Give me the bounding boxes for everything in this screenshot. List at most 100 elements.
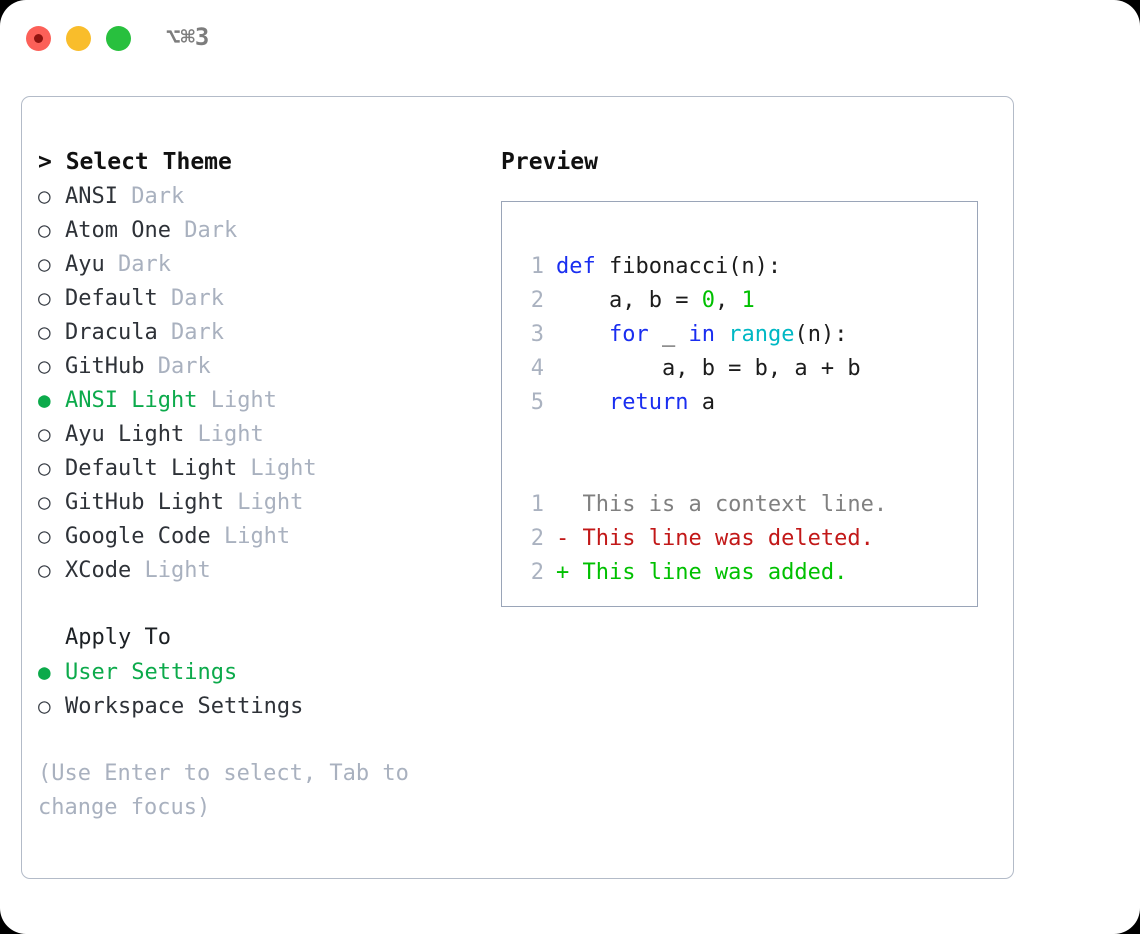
diff-line-number: 1 xyxy=(530,492,544,517)
theme-option-list: ○ANSI Dark○Atom One Dark○Ayu Dark○Defaul… xyxy=(38,179,493,587)
code-token: a xyxy=(688,390,715,415)
theme-option-dracula[interactable]: ○Dracula Dark xyxy=(38,315,493,349)
theme-option-label: Ayu Light xyxy=(65,422,185,447)
code-line-number: 3 xyxy=(530,322,544,347)
close-button[interactable] xyxy=(26,26,51,51)
code-token xyxy=(556,322,609,347)
radio-unselected-icon: ○ xyxy=(38,286,51,310)
code-line-number: 1 xyxy=(530,254,544,279)
radio-unselected-icon: ○ xyxy=(38,354,51,378)
title-bar: ⌥⌘3 xyxy=(0,0,1140,78)
radio-unselected-icon: ○ xyxy=(38,524,51,548)
diff-line-content: - This line was deleted. xyxy=(556,526,874,551)
code-line: 2 a, b = 0, 1 xyxy=(516,284,977,318)
code-token: 0 xyxy=(701,288,715,313)
code-token: range xyxy=(728,322,795,347)
radio-selected-icon: ● xyxy=(38,388,51,412)
radio-unselected-icon: ○ xyxy=(38,694,51,718)
theme-option-label: ANSI xyxy=(65,184,118,209)
code-token: def xyxy=(556,254,609,279)
radio-unselected-icon: ○ xyxy=(38,558,51,582)
theme-option-ayu-light[interactable]: ○ Ayu Light Light xyxy=(38,417,493,451)
theme-option-category: Dark xyxy=(104,252,171,277)
code-line: 5 return a xyxy=(516,386,977,420)
theme-selector-panel: > Select Theme ○ANSI Dark○Atom One Dark○… xyxy=(21,96,1014,879)
theme-option-label: Google Code xyxy=(65,524,211,549)
theme-option-category: Light xyxy=(197,388,277,413)
diff-line-content: + This line was added. xyxy=(556,560,848,585)
apply-to-option-label: Workspace Settings xyxy=(65,694,304,719)
code-blank-line xyxy=(516,454,977,488)
theme-option-category: Light xyxy=(237,456,317,481)
maximize-button[interactable] xyxy=(106,26,131,51)
theme-option-ayu[interactable]: ○ Ayu Dark xyxy=(38,247,493,281)
theme-option-label: GitHub xyxy=(65,354,145,379)
code-line-number: 2 xyxy=(530,288,544,313)
code-line-content: def fibonacci(n): xyxy=(556,250,781,284)
radio-unselected-icon: ○ xyxy=(38,456,51,480)
code-token: in xyxy=(688,322,715,347)
diff-line-ctx: 1 This is a context line. xyxy=(516,488,977,522)
radio-unselected-icon: ○ xyxy=(38,422,51,446)
theme-option-category: Light xyxy=(131,558,211,583)
diff-line-content: This is a context line. xyxy=(556,492,888,517)
theme-option-ansi[interactable]: ○ ANSI Dark xyxy=(38,179,493,213)
code-line-content: for _ in range(n): xyxy=(556,318,847,352)
theme-option-label: Default Light xyxy=(65,456,238,481)
apply-to-option-label: User Settings xyxy=(65,660,238,685)
apply-to-heading: Apply To xyxy=(65,625,171,650)
radio-unselected-icon: ○ xyxy=(38,490,51,514)
theme-option-category: Dark xyxy=(170,218,238,243)
theme-option-label: Atom One xyxy=(65,218,171,243)
theme-option-category: Dark xyxy=(144,354,211,379)
code-line-content: a, b = b, a + b xyxy=(556,352,861,386)
theme-option-category: Light xyxy=(223,490,304,515)
keyboard-hint-text: (Use Enter to select, Tab to change focu… xyxy=(38,761,409,820)
apply-to-option-workspace-settings[interactable]: ○ Workspace Settings xyxy=(38,689,493,723)
code-line: 3 for _ in range(n): xyxy=(516,318,977,352)
minimize-button[interactable] xyxy=(66,26,91,51)
theme-option-category: Dark xyxy=(157,320,224,345)
theme-option-category: Light xyxy=(184,422,264,447)
theme-option-google-code[interactable]: ○ Google Code Light xyxy=(38,519,493,553)
theme-option-category: Dark xyxy=(117,184,185,209)
theme-list-column: > Select Theme ○ANSI Dark○Atom One Dark○… xyxy=(38,145,493,825)
code-blank-line xyxy=(516,420,977,454)
radio-unselected-icon: ○ xyxy=(38,184,51,208)
theme-option-github[interactable]: ○ GitHub Dark xyxy=(38,349,493,383)
theme-option-xcode[interactable]: ○ XCode Light xyxy=(38,553,493,587)
code-token: _ xyxy=(648,322,689,347)
theme-option-label: XCode xyxy=(65,558,132,583)
theme-option-label: Dracula xyxy=(65,320,158,345)
code-token: 1 xyxy=(741,288,755,313)
code-token: a, b = xyxy=(556,288,702,313)
code-token: , xyxy=(714,288,742,313)
theme-option-ansi-light[interactable]: ● ANSI Light Light xyxy=(38,383,493,417)
theme-option-default-light[interactable]: ○ Default Light Light xyxy=(38,451,493,485)
code-line-number: 4 xyxy=(530,356,544,381)
diff-line-del: 2 - This line was deleted. xyxy=(516,522,977,556)
code-token: for xyxy=(608,322,649,347)
theme-option-category: Light xyxy=(210,524,291,549)
theme-option-github-light[interactable]: ○GitHub Light Light xyxy=(38,485,493,519)
code-token: fibonacci(n): xyxy=(608,254,782,279)
apply-to-option-user-settings[interactable]: ● User Settings xyxy=(38,655,493,689)
code-line-number: 5 xyxy=(530,390,544,415)
diff-line-number: 2 xyxy=(530,526,544,551)
theme-option-label: Ayu xyxy=(65,252,105,277)
code-token: return xyxy=(608,390,689,415)
theme-option-category: Dark xyxy=(157,286,224,311)
theme-option-atom-one[interactable]: ○Atom One Dark xyxy=(38,213,493,247)
theme-option-default[interactable]: ○Default Dark xyxy=(38,281,493,315)
code-line-content: a, b = 0, 1 xyxy=(556,284,755,318)
code-line-content: return a xyxy=(556,386,715,420)
theme-option-label: ANSI Light xyxy=(65,388,198,413)
list-spacer xyxy=(38,587,493,621)
code-token: (n): xyxy=(794,322,848,347)
code-token: a, b = b, a + b xyxy=(556,356,861,381)
radio-unselected-icon: ○ xyxy=(38,252,51,276)
select-theme-heading: > Select Theme xyxy=(38,149,232,175)
radio-selected-icon: ● xyxy=(38,660,51,684)
